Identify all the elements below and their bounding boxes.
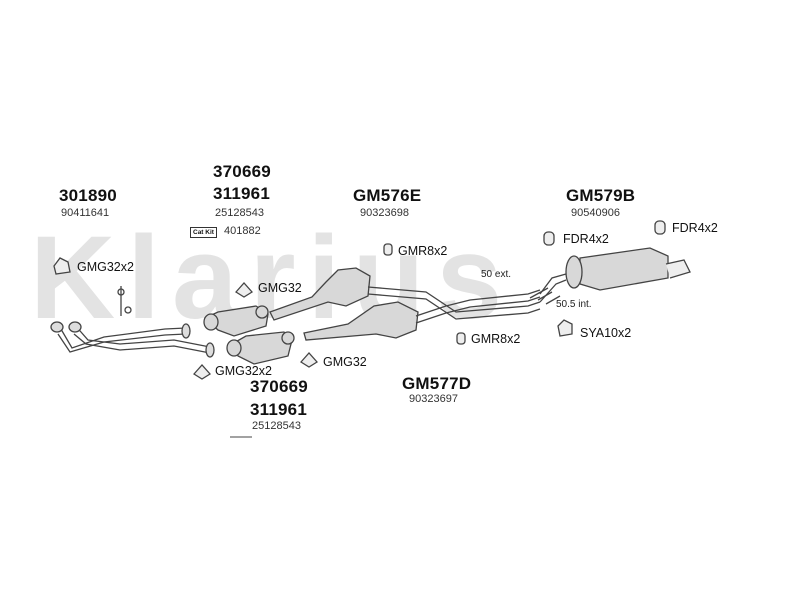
middle-upper-drawing [269, 267, 541, 321]
middle-upper-oem-number: 90323698 [360, 207, 409, 219]
rear-part-number: GM579B [566, 186, 636, 205]
clamp-icon [53, 257, 71, 275]
front-pipe-part-number: 301890 [59, 186, 117, 205]
middle-upper-mount-label: GMR8x2 [398, 244, 448, 258]
catalyst-bottom-oem-number: 25128543 [252, 420, 301, 432]
catalyst-bottom-part-number-1: 370669 [250, 377, 308, 396]
rear-int-note: 50.5 int. [556, 299, 592, 310]
middle-lower-oem-number: 90323697 [409, 393, 458, 405]
rubber-mount-icon [654, 220, 666, 235]
rear-clamp-label: SYA10x2 [580, 326, 632, 340]
rear-mount-1-label: FDR4x2 [563, 232, 609, 246]
rear-ext-note: 50 ext. [481, 269, 512, 280]
rear-oem-number: 90540906 [571, 207, 620, 219]
catalyst-top-part-number-2: 311961 [213, 184, 270, 203]
catalyst-top-gasket-label: GMG32 [258, 281, 302, 295]
catalyst-bottom-part-number-2: 311961 [250, 400, 307, 419]
catalyst-bottom-drawing [226, 331, 295, 365]
clamp-icon [557, 319, 573, 337]
cat-kit-number: 401882 [224, 225, 261, 237]
catalyst-bottom-gasket-right-label: GMG32 [323, 355, 367, 369]
rear-mount-2-label: FDR4x2 [672, 221, 718, 235]
gasket-icon [235, 282, 253, 298]
middle-upper-part-number: GM576E [353, 186, 422, 205]
gasket-icon [300, 352, 318, 368]
front-pipe-drawing [50, 286, 215, 358]
catalyst-top-drawing [203, 305, 269, 337]
middle-lower-part-number: GM577D [402, 374, 472, 393]
catalyst-bottom-gasket-left-label: GMG32x2 [215, 364, 272, 378]
gasket-icon [193, 364, 211, 380]
cat-kit-badge: Cat Kit [190, 227, 217, 238]
rubber-mount-icon [543, 231, 555, 246]
front-pipe-clamp-label: GMG32x2 [77, 260, 134, 274]
rear-silencer-drawing [529, 247, 691, 305]
rubber-mount-icon [383, 243, 393, 256]
catalyst-top-part-number-1: 370669 [213, 162, 271, 181]
brand-watermark: Klarius [30, 212, 514, 344]
middle-lower-mount-label: GMR8x2 [471, 332, 521, 346]
rubber-mount-icon [456, 332, 466, 345]
front-pipe-oem-number: 90411641 [61, 207, 110, 219]
catalyst-top-oem-number: 25128543 [215, 207, 264, 219]
middle-lower-drawing [303, 289, 541, 341]
